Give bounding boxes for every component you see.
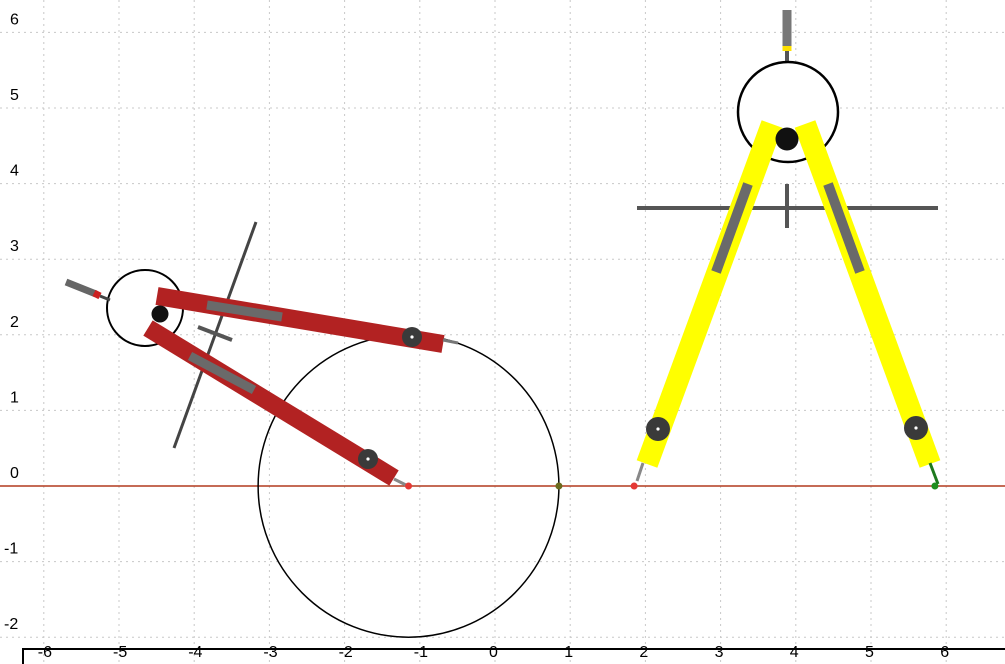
red-point-left[interactable] bbox=[405, 482, 413, 490]
red-point-right[interactable] bbox=[630, 482, 638, 490]
x-tick-label: 2 bbox=[639, 644, 648, 661]
y-tick-label: 0 bbox=[10, 465, 19, 482]
y-tick-label: 4 bbox=[10, 163, 19, 180]
compass-knob-upper-dot bbox=[410, 335, 414, 339]
x-tick-label: 1 bbox=[564, 644, 573, 661]
y-tick-label: 5 bbox=[10, 87, 19, 104]
compass-pencil-tip bbox=[928, 462, 940, 485]
x-tick-label: 3 bbox=[715, 644, 724, 661]
compass-leg-lower bbox=[143, 320, 399, 486]
compass-leg-right bbox=[794, 120, 941, 468]
compass-leg-left-slot bbox=[711, 182, 753, 274]
compass-handle-band bbox=[92, 289, 102, 300]
yellow-compass[interactable] bbox=[635, 10, 941, 485]
compass-handle-stem bbox=[99, 294, 111, 302]
x-tick-label: 4 bbox=[790, 644, 799, 661]
compass-handle bbox=[64, 278, 98, 298]
bottom-panel-edge bbox=[22, 648, 1005, 664]
compass-adjust-knob bbox=[197, 325, 233, 342]
compass-pivot bbox=[151, 305, 169, 323]
compass-pivot bbox=[775, 127, 799, 151]
olive-point[interactable] bbox=[555, 482, 563, 490]
y-tick-label: 1 bbox=[10, 389, 19, 406]
compass-pencil-tip bbox=[442, 338, 459, 345]
compass-knob-left-dot bbox=[656, 427, 660, 431]
x-tick-label: 6 bbox=[940, 644, 949, 661]
compass-leg-left bbox=[636, 120, 783, 468]
compass-knob-right-dot bbox=[914, 426, 918, 430]
compass-leg-right-slot bbox=[823, 182, 865, 274]
compass-knob-lower-dot bbox=[366, 457, 370, 461]
compass-leg-upper-slot bbox=[206, 300, 283, 322]
y-tick-label: -1 bbox=[4, 541, 18, 558]
green-point[interactable] bbox=[931, 482, 939, 490]
x-tick-label: 5 bbox=[865, 644, 874, 661]
y-tick-label: 3 bbox=[10, 238, 19, 255]
y-tick-label: 6 bbox=[10, 11, 19, 28]
compass-leg-lower-slot bbox=[187, 352, 257, 394]
y-tick-label: 2 bbox=[10, 314, 19, 331]
compass-needle bbox=[635, 462, 645, 482]
y-tick-label: -2 bbox=[4, 616, 18, 633]
x-tick-label: 0 bbox=[489, 644, 498, 661]
points bbox=[405, 482, 939, 490]
compass-leg-upper bbox=[155, 287, 445, 353]
red-compass[interactable] bbox=[64, 221, 459, 488]
